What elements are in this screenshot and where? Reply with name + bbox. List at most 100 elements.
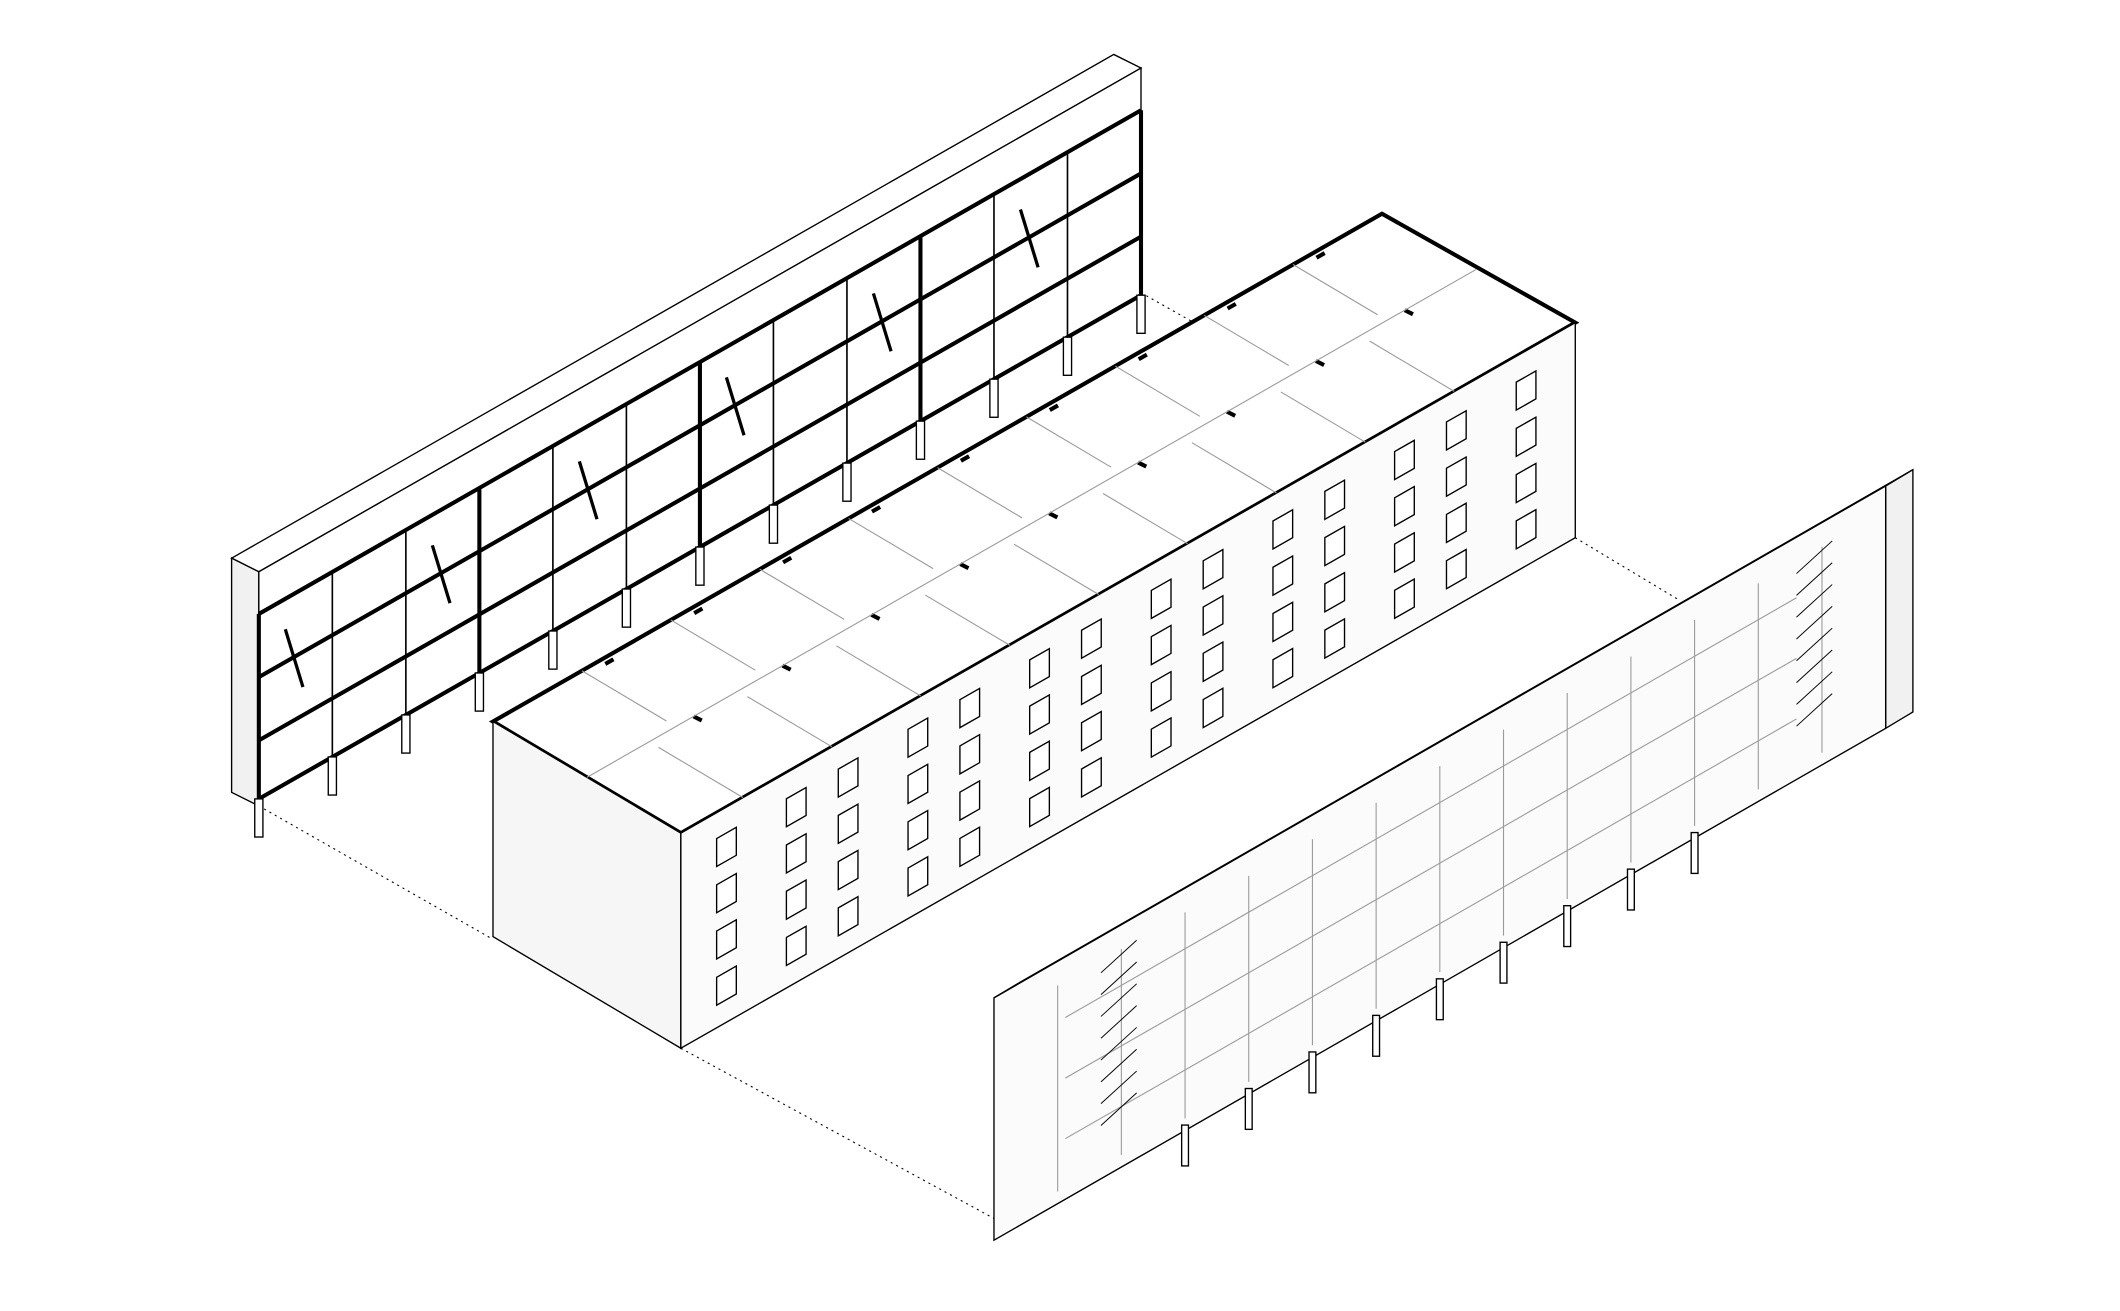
- pilotis-leg: [1690, 831, 1699, 875]
- stair-tread: [1100, 1070, 1137, 1105]
- window: [715, 964, 737, 1007]
- window: [1324, 617, 1346, 660]
- window: [1202, 640, 1224, 683]
- stair-tread: [1796, 584, 1833, 618]
- window: [1150, 578, 1172, 620]
- window: [1393, 439, 1415, 481]
- pilotis-leg: [768, 504, 779, 544]
- facade-mark: [782, 555, 793, 565]
- alignment-lines: [258, 292, 1678, 1219]
- stair-tread: [1796, 627, 1833, 662]
- stair-tread: [1100, 961, 1137, 995]
- window: [1150, 716, 1172, 759]
- pilotis-leg: [842, 462, 852, 502]
- pilotis-leg: [1180, 1124, 1190, 1167]
- window: [715, 918, 737, 961]
- facade-mark: [959, 454, 971, 463]
- facade-mark: [1315, 251, 1326, 260]
- pilotis-leg: [695, 546, 705, 586]
- interior-wall: [924, 594, 1011, 646]
- building-envelope-block: [488, 211, 1580, 1050]
- window: [1324, 571, 1346, 614]
- facade-mark: [870, 505, 882, 514]
- structural-frame-slab: [230, 53, 1146, 838]
- interior-wall: [581, 670, 667, 722]
- window: [1393, 531, 1415, 574]
- window: [785, 878, 807, 921]
- interior-wall: [1203, 314, 1289, 366]
- window: [907, 763, 929, 805]
- core-wall-mark: [959, 562, 970, 570]
- window: [1272, 601, 1294, 643]
- pilotis-leg: [548, 630, 558, 670]
- stair-tread: [1796, 693, 1833, 727]
- pilotis-leg: [915, 420, 926, 460]
- stair-tread: [1796, 671, 1833, 705]
- interior-wall: [937, 467, 1023, 519]
- pilotis-leg: [1308, 1051, 1317, 1094]
- pilotis-leg: [1372, 1014, 1381, 1057]
- window: [1272, 647, 1294, 689]
- pilotis-leg: [1435, 978, 1444, 1021]
- facade-mark: [1048, 403, 1059, 412]
- pilotis-leg: [621, 588, 632, 628]
- pilotis-leg: [254, 798, 264, 838]
- window: [837, 756, 859, 799]
- window: [1029, 693, 1051, 736]
- core-wall-mark: [1314, 359, 1325, 367]
- corridor-line: [586, 269, 1477, 778]
- window: [959, 733, 981, 776]
- window: [785, 786, 807, 828]
- window: [837, 802, 859, 845]
- window: [1445, 409, 1467, 452]
- window: [1515, 415, 1537, 458]
- window: [837, 895, 859, 937]
- stair-tread: [1100, 939, 1137, 974]
- slab-side: [230, 557, 260, 808]
- core-wall-mark: [1226, 409, 1237, 418]
- pilotis-leg: [327, 756, 338, 796]
- alignment-line: [258, 805, 494, 940]
- stair-tread: [1796, 606, 1833, 640]
- window: [1515, 369, 1537, 412]
- interior-wall: [1026, 416, 1112, 468]
- pilotis-leg: [989, 378, 999, 418]
- window: [1080, 664, 1102, 706]
- interior-wall: [759, 568, 845, 620]
- window: [1202, 548, 1224, 590]
- window: [907, 855, 929, 898]
- window: [1202, 687, 1224, 729]
- window: [1272, 554, 1294, 597]
- window: [1029, 786, 1051, 828]
- stair-tread: [1100, 983, 1137, 1017]
- floor-slab-line: [1065, 597, 1797, 1018]
- window: [907, 809, 929, 851]
- alignment-line: [680, 1047, 995, 1219]
- window: [1150, 670, 1172, 713]
- alignment-line: [1574, 537, 1678, 600]
- window: [1324, 525, 1346, 567]
- core-wall-mark: [781, 663, 792, 672]
- window: [1029, 647, 1051, 690]
- window: [959, 779, 981, 822]
- window: [1445, 548, 1467, 590]
- window: [907, 716, 929, 759]
- window: [1445, 502, 1467, 544]
- facade-mark: [1226, 302, 1237, 311]
- partition: [577, 460, 599, 520]
- core-wall-mark: [1137, 460, 1148, 469]
- window: [1515, 462, 1537, 504]
- interior-wall: [848, 517, 934, 570]
- facade-mark: [1137, 352, 1148, 362]
- window: [785, 925, 807, 967]
- interior-wall: [670, 619, 756, 671]
- floor-slab-line: [1065, 718, 1797, 1140]
- window: [1515, 508, 1537, 551]
- interior-wall: [1280, 391, 1366, 443]
- window: [1029, 739, 1051, 782]
- circulation-slab: [993, 468, 1914, 1242]
- window: [837, 849, 859, 891]
- stair-tread: [1100, 1092, 1137, 1126]
- interior-wall: [1369, 340, 1455, 392]
